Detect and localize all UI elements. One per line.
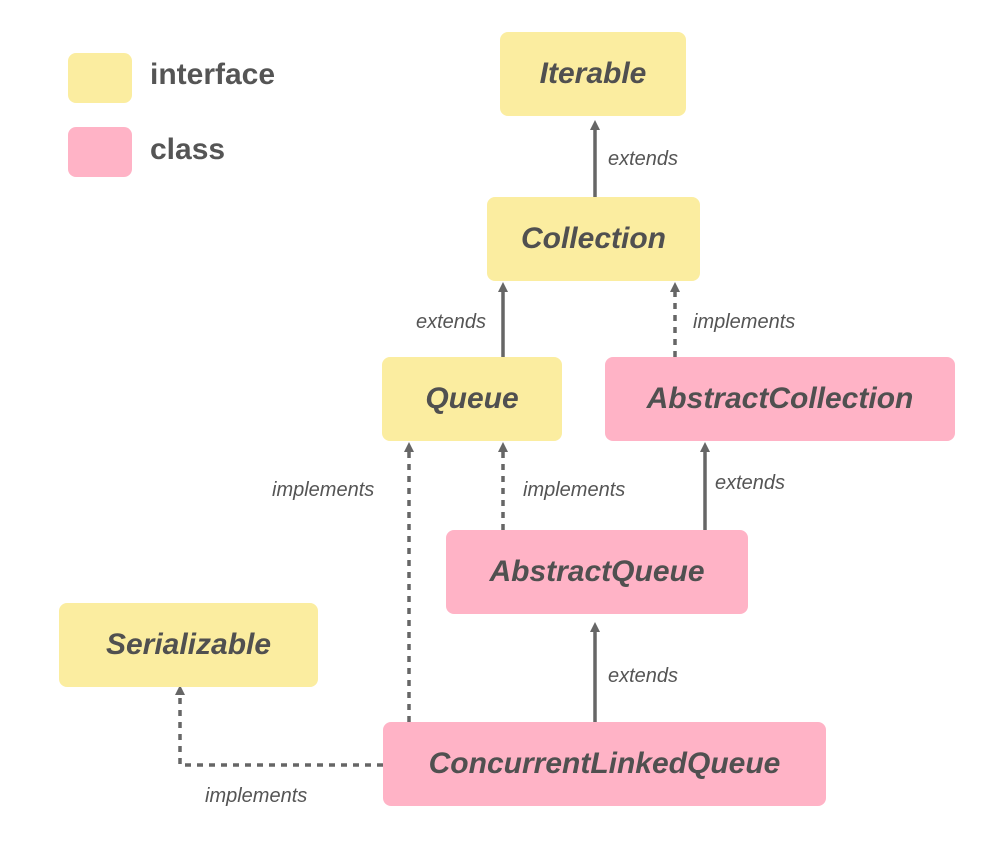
node-serializable: Serializable [59,603,318,687]
node-queue: Queue [382,357,562,441]
node-abstract-queue: AbstractQueue [446,530,748,614]
legend-interface-swatch [68,53,132,103]
legend-interface-label: interface [150,58,276,91]
edge-label-concurrent-serializable: implements [205,785,307,807]
edge-label-collection-iterable: extends [608,148,678,170]
legend-class-label: class [150,133,226,166]
edge-label-concurrent-abstractqueue: extends [608,665,678,687]
node-iterable: Iterable [500,32,686,116]
node-collection: Collection [487,197,700,281]
node-abstract-collection: AbstractCollection [605,357,955,441]
edge-label-abstractqueue-abstractcollection: extends [715,472,785,494]
node-concurrent-linked-queue: ConcurrentLinkedQueue [383,722,826,806]
legend-class-swatch [68,127,132,177]
edge-label-abstractcollection-collection: implements [693,311,795,333]
edge-concurrent-serializable [175,685,383,767]
edge-label-concurrent-queue: implements [272,479,374,501]
edge-label-queue-collection: extends [416,311,486,333]
edge-label-abstractqueue-queue: implements [523,479,625,501]
